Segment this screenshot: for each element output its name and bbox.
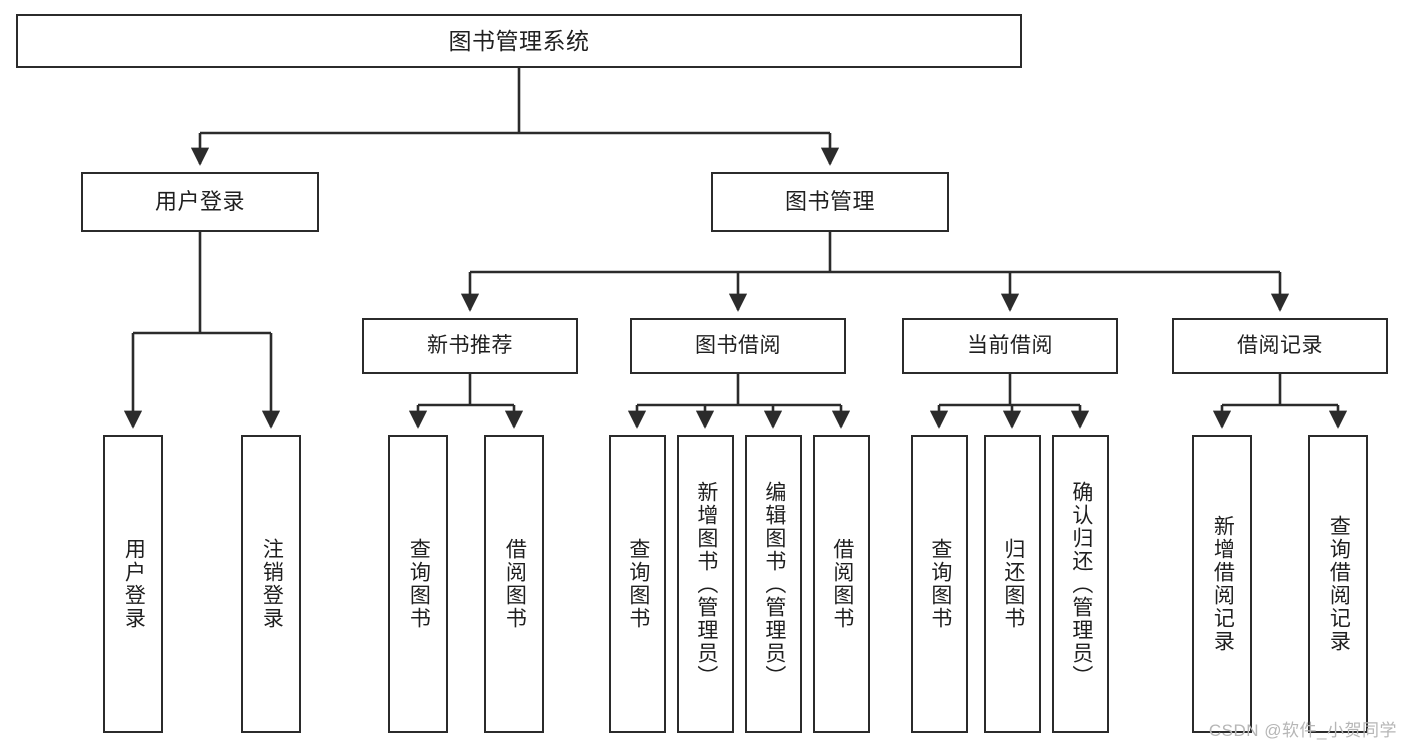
node-label: 图书管理系统 — [448, 27, 590, 54]
node-user-login[interactable]: 用户登录 — [81, 172, 319, 232]
node-label: 查询图书 — [626, 538, 650, 630]
leaf-recommend-borrow-book[interactable]: 借阅图书 — [484, 435, 544, 733]
node-label: 注销登录 — [260, 538, 284, 630]
leaf-current-query-book[interactable]: 查询图书 — [911, 435, 968, 733]
node-label: 借阅图书 — [503, 538, 527, 630]
leaf-recommend-query-book[interactable]: 查询图书 — [388, 435, 448, 733]
node-label: 图书借阅 — [695, 333, 781, 357]
leaf-current-confirm-return[interactable]: 确认归还（管理员） — [1052, 435, 1109, 733]
node-book-borrow[interactable]: 图书借阅 — [630, 318, 846, 374]
node-label: 新书推荐 — [427, 333, 513, 357]
node-label: 查询图书 — [928, 538, 952, 630]
leaf-user-logout[interactable]: 注销登录 — [241, 435, 301, 733]
node-new-book-recommend[interactable]: 新书推荐 — [362, 318, 578, 374]
node-label: 查询借阅记录 — [1327, 515, 1351, 653]
leaf-user-login[interactable]: 用户登录 — [103, 435, 163, 733]
node-label: 编辑图书（管理员） — [762, 480, 786, 688]
csdn-watermark: CSDN @软件_小贺同学 — [1208, 721, 1397, 740]
node-book-management[interactable]: 图书管理 — [711, 172, 949, 232]
leaf-borrow-edit-book[interactable]: 编辑图书（管理员） — [745, 435, 802, 733]
node-label: 查询图书 — [407, 538, 431, 630]
node-label: 借阅记录 — [1237, 333, 1323, 357]
node-current-borrow[interactable]: 当前借阅 — [902, 318, 1118, 374]
node-borrow-records[interactable]: 借阅记录 — [1172, 318, 1388, 374]
node-label: 借阅图书 — [830, 538, 854, 630]
node-label: 用户登录 — [122, 538, 146, 630]
leaf-borrow-add-book[interactable]: 新增图书（管理员） — [677, 435, 734, 733]
node-label: 图书管理 — [784, 189, 875, 215]
leaf-records-query-record[interactable]: 查询借阅记录 — [1308, 435, 1368, 733]
node-label: 新增借阅记录 — [1211, 515, 1235, 653]
node-label: 新增图书（管理员） — [694, 480, 718, 688]
node-root-system[interactable]: 图书管理系统 — [16, 14, 1022, 68]
leaf-borrow-query-book[interactable]: 查询图书 — [609, 435, 666, 733]
node-label: 确认归还（管理员） — [1069, 480, 1093, 688]
leaf-borrow-lend-book[interactable]: 借阅图书 — [813, 435, 870, 733]
node-label: 归还图书 — [1001, 538, 1025, 630]
node-label: 当前借阅 — [967, 333, 1053, 357]
leaf-records-add-record[interactable]: 新增借阅记录 — [1192, 435, 1252, 733]
leaf-current-return-book[interactable]: 归还图书 — [984, 435, 1041, 733]
node-label: 用户登录 — [154, 189, 245, 215]
